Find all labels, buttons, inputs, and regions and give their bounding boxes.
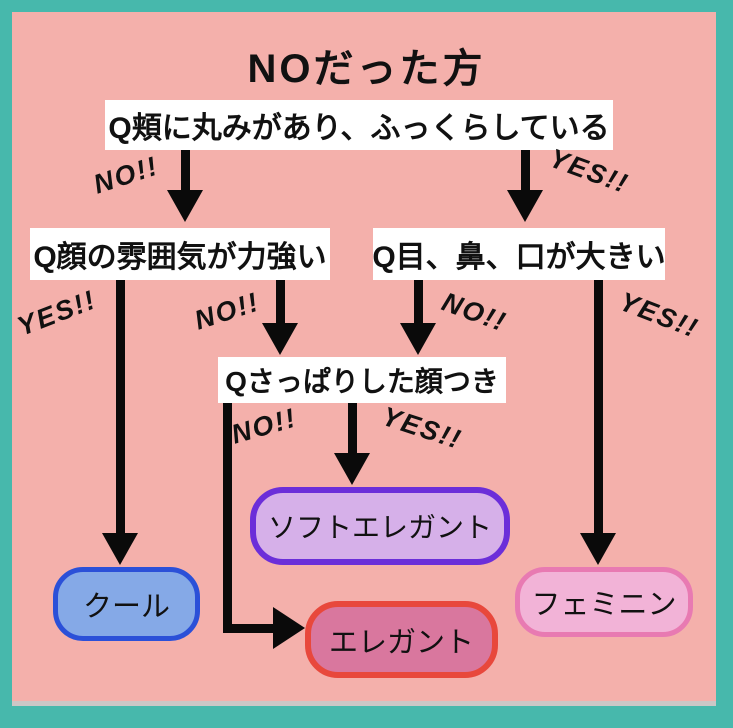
arrow-q3-yes-shaft: [348, 403, 357, 455]
arrow-q2l-no-head-icon: [262, 323, 298, 355]
arrow-q1-no-shaft: [181, 150, 190, 192]
question-strong-impression: Q顔の雰囲気が力強い: [30, 228, 330, 280]
question-clean-face: Qさっぱりした顔つき: [218, 357, 506, 403]
result-cool: クール: [53, 567, 200, 641]
page-title: NOだった方: [247, 47, 486, 91]
arrow-q1-yes-shaft: [521, 150, 530, 192]
arrow-q1-no-head-icon: [167, 190, 203, 222]
arrow-q2l-yes-head-icon: [102, 533, 138, 565]
arrow-q3-no-vertical-shaft: [223, 403, 232, 633]
arrow-q2l-no-shaft: [276, 280, 285, 325]
result-elegant: エレガント: [305, 601, 498, 678]
result-soft-elegant: ソフトエレガント: [250, 487, 510, 565]
arrow-q3-no-horizontal-shaft: [223, 624, 273, 633]
result-feminine: フェミニン: [515, 567, 693, 637]
arrow-q3-no-head-icon: [273, 607, 305, 649]
arrow-q2r-yes-shaft: [594, 280, 603, 535]
arrow-q1-yes-head-icon: [507, 190, 543, 222]
question-large-features: Q目、鼻、口が大きい: [372, 228, 666, 280]
question-cheeks-round: Q頬に丸みがあり、ふっくらしている: [105, 100, 613, 150]
arrow-q2r-no-shaft: [414, 280, 423, 325]
arrow-q2l-yes-shaft: [116, 280, 125, 535]
arrow-q3-yes-head-icon: [334, 453, 370, 485]
arrow-q2r-no-head-icon: [400, 323, 436, 355]
arrow-q2r-yes-head-icon: [580, 533, 616, 565]
